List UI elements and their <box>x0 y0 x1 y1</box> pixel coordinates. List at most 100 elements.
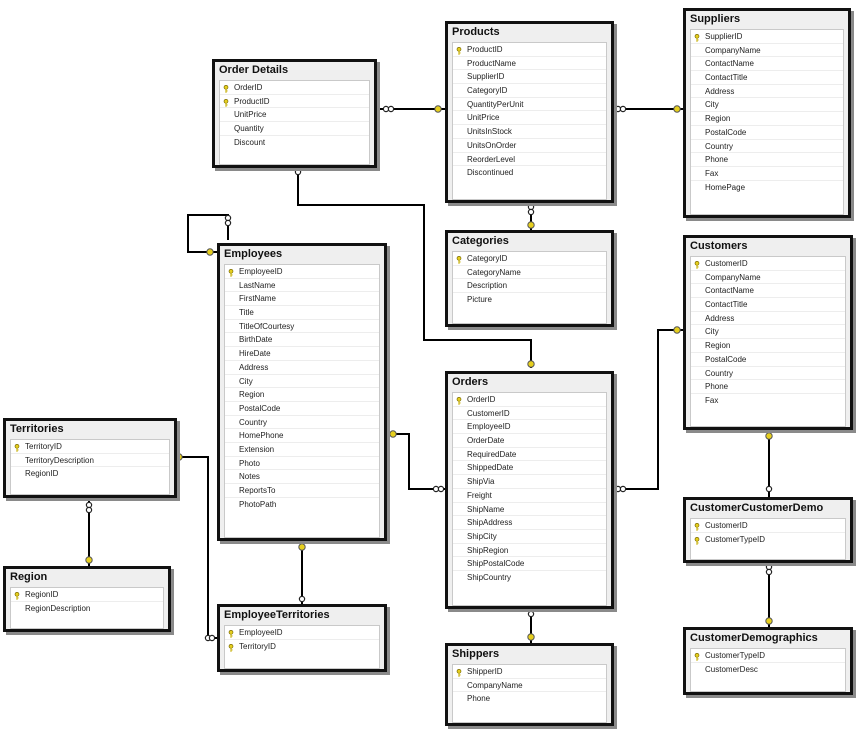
column-row[interactable]: ShipRegion <box>453 544 606 558</box>
column-row[interactable]: Region <box>691 339 845 353</box>
column-row[interactable]: CustomerTypeID <box>691 649 845 663</box>
column-row[interactable]: CustomerDesc <box>691 663 845 677</box>
column-row[interactable]: Region <box>691 112 843 126</box>
column-row[interactable]: TerritoryID <box>11 440 169 454</box>
column-row[interactable]: Notes <box>225 470 379 484</box>
column-row[interactable]: Country <box>691 140 843 154</box>
column-row[interactable]: Title <box>225 306 379 320</box>
column-row[interactable]: ContactName <box>691 284 845 299</box>
column-row[interactable]: ContactTitle <box>691 71 843 85</box>
column-row[interactable]: Country <box>225 416 379 430</box>
column-row[interactable]: CustomerID <box>691 257 845 271</box>
column-row[interactable]: TerritoryDescription <box>11 454 169 468</box>
column-row[interactable]: Address <box>691 85 843 99</box>
column-row[interactable]: CustomerID <box>453 407 606 421</box>
column-row[interactable]: ShipCity <box>453 530 606 544</box>
column-row[interactable]: RegionID <box>11 588 163 602</box>
column-row[interactable]: ProductID <box>453 43 606 57</box>
column-row[interactable]: UnitPrice <box>453 111 606 126</box>
column-row[interactable]: RequiredDate <box>453 448 606 462</box>
column-row[interactable]: OrderDate <box>453 434 606 448</box>
column-row[interactable]: ShipAddress <box>453 516 606 530</box>
column-row[interactable]: Freight <box>453 489 606 503</box>
column-row[interactable]: RegionID <box>11 467 169 481</box>
column-row[interactable]: CustomerTypeID <box>691 533 845 547</box>
column-row[interactable]: FirstName <box>225 292 379 307</box>
column-row[interactable]: CompanyName <box>453 679 606 693</box>
column-row[interactable]: CategoryName <box>453 266 606 280</box>
column-row[interactable]: Country <box>691 367 845 381</box>
column-row[interactable]: City <box>225 375 379 389</box>
column-row[interactable]: PostalCode <box>691 353 845 367</box>
column-row[interactable]: City <box>691 98 843 113</box>
column-row[interactable]: TerritoryID <box>225 640 379 654</box>
column-row[interactable]: UnitsOnOrder <box>453 139 606 153</box>
column-row[interactable]: City <box>691 325 845 340</box>
column-row[interactable]: CompanyName <box>691 271 845 285</box>
column-row[interactable]: Address <box>691 312 845 326</box>
column-row[interactable]: BirthDate <box>225 333 379 348</box>
column-row[interactable]: ProductID <box>220 95 369 109</box>
column-row[interactable]: HomePhone <box>225 429 379 443</box>
column-row[interactable]: PostalCode <box>225 402 379 416</box>
column-row[interactable]: PostalCode <box>691 126 843 140</box>
column-row[interactable]: QuantityPerUnit <box>453 98 606 112</box>
column-row[interactable]: Fax <box>691 167 843 181</box>
column-row[interactable]: RegionDescription <box>11 602 163 616</box>
column-row[interactable]: SupplierID <box>691 30 843 44</box>
column-row[interactable]: Phone <box>453 692 606 706</box>
column-row[interactable]: ReportsTo <box>225 484 379 498</box>
column-row[interactable]: ShipperID <box>453 665 606 679</box>
column-row[interactable]: SupplierID <box>453 70 606 85</box>
column-row[interactable]: Picture <box>453 293 606 307</box>
column-row[interactable]: UnitPrice <box>220 108 369 123</box>
column-row[interactable]: ShippedDate <box>453 461 606 476</box>
column-row[interactable]: Quantity <box>220 122 369 136</box>
column-row[interactable]: Phone <box>691 380 845 394</box>
column-row[interactable]: PhotoPath <box>225 498 379 512</box>
column-row[interactable]: UnitsInStock <box>453 125 606 139</box>
column-row[interactable]: CompanyName <box>691 44 843 58</box>
column-row[interactable]: OrderID <box>220 81 369 95</box>
column-row[interactable]: Discontinued <box>453 166 606 180</box>
column-row[interactable]: LastName <box>225 279 379 293</box>
column-row[interactable]: Description <box>453 279 606 294</box>
column-row[interactable]: ShipVia <box>453 475 606 489</box>
column-row[interactable]: EmployeeID <box>225 626 379 640</box>
column-row[interactable]: EmployeeID <box>225 265 379 279</box>
column-row[interactable]: Discount <box>220 136 369 150</box>
column-row[interactable]: Address <box>225 361 379 375</box>
column-row[interactable]: CategoryID <box>453 252 606 266</box>
column-row[interactable]: HomePage <box>691 181 843 195</box>
column-row[interactable]: CustomerID <box>691 519 845 533</box>
column-row[interactable]: ContactName <box>691 57 843 72</box>
column-row[interactable]: Phone <box>691 153 843 167</box>
column-row[interactable]: Photo <box>225 457 379 471</box>
column-row[interactable]: TitleOfCourtesy <box>225 320 379 334</box>
column-row[interactable]: OrderID <box>453 393 606 407</box>
column-row[interactable]: ContactTitle <box>691 298 845 312</box>
column-row[interactable]: CategoryID <box>453 84 606 98</box>
column-row[interactable]: HireDate <box>225 347 379 361</box>
column-row[interactable]: Region <box>225 388 379 402</box>
column-row[interactable]: EmployeeID <box>453 420 606 435</box>
column-row[interactable]: ShipCountry <box>453 571 606 585</box>
column-row[interactable]: ProductName <box>453 57 606 71</box>
column-row[interactable]: Extension <box>225 443 379 457</box>
column-row[interactable]: Fax <box>691 394 845 408</box>
column-row[interactable]: ShipPostalCode <box>453 557 606 571</box>
column-row[interactable]: ShipName <box>453 503 606 517</box>
